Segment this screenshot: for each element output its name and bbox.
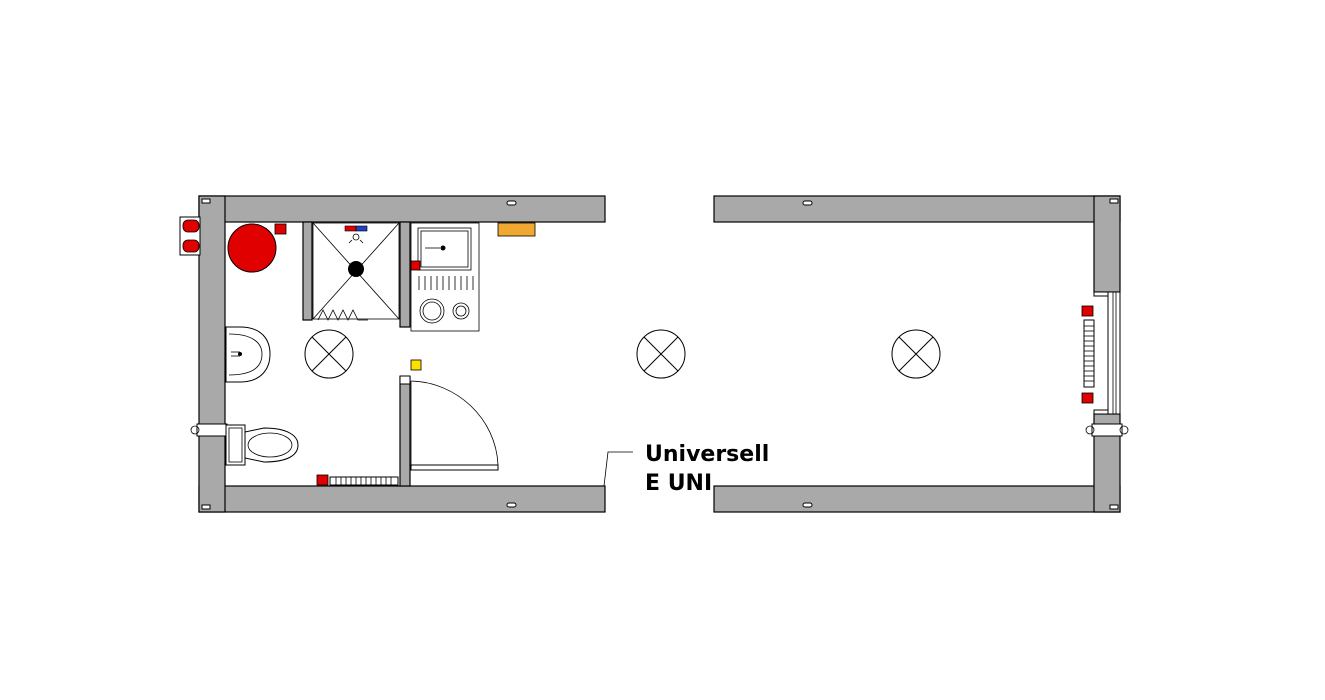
hob-burner-large	[419, 298, 445, 324]
bathroom-partition-lower	[399, 376, 411, 487]
ceiling-light-icon	[636, 329, 686, 379]
wall-top-right	[713, 195, 1121, 223]
toilet	[225, 424, 299, 466]
heater-valve	[182, 219, 200, 233]
room-tag: Universell E UNI	[603, 442, 769, 496]
washbasin	[225, 326, 271, 383]
washbasin-bowl	[225, 326, 271, 383]
shower-head	[352, 233, 360, 241]
towel-heater-icon	[317, 309, 368, 321]
radiator-body	[1083, 319, 1095, 388]
room-name: Universell	[645, 442, 769, 467]
heater-valve	[182, 239, 200, 253]
water-heater	[179, 216, 287, 273]
wall-outlet	[410, 359, 422, 371]
washbasin-drain	[238, 352, 242, 356]
ceiling-light-icon	[304, 329, 354, 379]
window-east	[1093, 291, 1121, 415]
wall-tick	[802, 502, 813, 508]
wall-tick	[1109, 198, 1119, 204]
room-tag-leader	[603, 451, 633, 487]
room-code: E UNI	[645, 471, 712, 496]
window-sill	[1093, 409, 1109, 415]
wall-tick	[506, 200, 517, 206]
wall-tick	[802, 200, 813, 206]
shower-mixer-hot	[344, 225, 357, 232]
kitchenette	[410, 222, 480, 332]
kitchen-sink	[417, 227, 472, 271]
wall-tick	[506, 502, 517, 508]
radiator-valve	[1081, 392, 1094, 404]
walls	[190, 195, 1129, 513]
heater-outlet	[274, 223, 287, 235]
shower-mixer-cold	[355, 225, 368, 232]
ceiling-lights	[304, 329, 941, 379]
wall-joint	[190, 425, 200, 435]
door-leaf	[410, 464, 499, 471]
window-sill	[1093, 291, 1109, 297]
wall-left	[198, 195, 226, 513]
radiator-valve	[316, 474, 329, 486]
window-frame	[1107, 291, 1121, 415]
bathroom-radiator	[316, 474, 399, 486]
shower-drain	[348, 261, 364, 277]
shower-tray	[312, 222, 400, 320]
east-radiator	[1081, 305, 1095, 404]
wall-tick	[201, 504, 211, 510]
wall-joint	[1091, 423, 1123, 437]
sink-valve	[410, 260, 421, 271]
sink-drain	[440, 245, 446, 251]
bathroom-door	[399, 375, 499, 471]
radiator-body	[329, 476, 399, 486]
kitchen-counter	[410, 222, 480, 332]
shower-partition	[302, 221, 313, 321]
wall-joint	[1119, 425, 1129, 435]
shower	[312, 222, 400, 321]
wall-outlet	[497, 222, 536, 237]
wall-bottom-left	[198, 485, 606, 513]
bathroom-partition-upper	[399, 221, 411, 328]
wall-joint	[196, 423, 228, 437]
wall-top-left	[198, 195, 606, 223]
ceiling-light-icon	[891, 329, 941, 379]
door-swing-arc	[410, 380, 499, 466]
wall-joint	[1085, 425, 1095, 435]
water-heater-tank	[227, 223, 277, 273]
radiator-valve	[1081, 305, 1094, 317]
wall-tick	[1109, 504, 1119, 510]
hob-burner-small	[452, 302, 470, 320]
door-frame	[399, 375, 411, 385]
wall-right-upper	[1093, 195, 1121, 293]
wall-bottom-right	[713, 485, 1121, 513]
wall-tick	[201, 198, 211, 204]
